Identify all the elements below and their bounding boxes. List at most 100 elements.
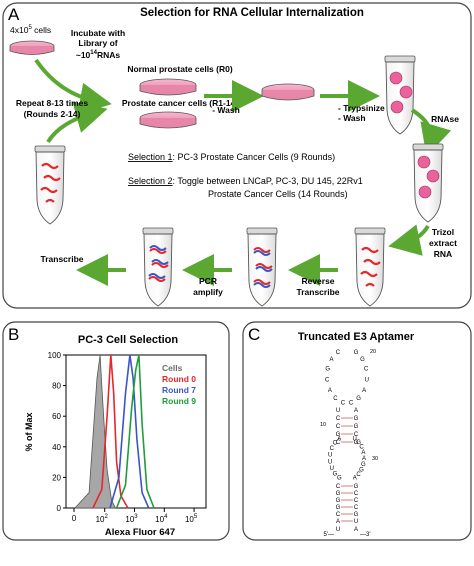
legend-entry: Cells (162, 363, 183, 373)
tube-rna-library (34, 145, 66, 225)
terminal-nucleotide: A (354, 527, 358, 533)
selection-2-text: Selection 2: Toggle between LNCaP, PC-3,… (128, 176, 363, 186)
y-axis-label: % of Max (24, 412, 34, 451)
panel-b-letter: B (8, 325, 19, 344)
position-30-label: 30 (372, 456, 378, 462)
y-tick-label: 0 (57, 504, 62, 513)
petri-dish-normal (139, 78, 197, 96)
bulge-nucleotide: U (328, 459, 332, 465)
terminal-nucleotide: U (336, 527, 340, 533)
transcribe-label: Transcribe (41, 254, 84, 264)
petri-dish-washed (261, 83, 315, 101)
position-10-label: 10 (320, 422, 326, 428)
loop-nucleotide: C (325, 378, 330, 384)
bulge-nucleotide: G (361, 462, 366, 468)
histogram-chart (65, 354, 207, 509)
cells-count-label: 4x105 cells (10, 25, 51, 35)
series-round-0-line (92, 354, 129, 509)
y-tick-label: 60 (52, 412, 61, 421)
trizol-line-3: RNA (434, 249, 452, 259)
panel-a-title: Selection for RNA Cellular Internalizati… (140, 7, 364, 19)
bulge-nucleotide: C (356, 472, 361, 478)
bulge-nucleotide: G (337, 476, 342, 482)
arrow-rnase (410, 108, 452, 157)
stem-nucleotide: G (336, 491, 341, 497)
rnase-label: RNAse (431, 114, 459, 124)
legend-entry: Round 0 (162, 374, 196, 384)
legend-entry: Round 9 (162, 396, 196, 406)
bulge-nucleotide: U (328, 453, 332, 459)
panel-a-frame (2, 2, 472, 309)
repeat-line-2: (Rounds 2-14) (24, 109, 81, 119)
bulge-nucleotide: C (330, 446, 335, 452)
stem-nucleotide: C (354, 432, 359, 438)
bulge-nucleotide: A (353, 476, 357, 482)
tube-rna-1 (354, 227, 386, 307)
stem-nucleotide: G (354, 484, 359, 490)
three-prime-label: —3' (360, 532, 370, 538)
petri-dish-start (9, 40, 55, 55)
loop-nucleotide: C (341, 400, 346, 406)
stem-nucleotide: C (336, 416, 341, 422)
stem-nucleotide: C (354, 505, 359, 511)
x-axis-label: Alexa Fluor 647 (105, 527, 175, 538)
loop-nucleotide: U (365, 378, 369, 384)
stem-nucleotide: G (354, 416, 359, 422)
x-tick-label: 104 (155, 514, 168, 524)
legend-entry: Round 7 (162, 385, 196, 395)
loop-nucleotide: A (328, 388, 332, 394)
bulge-nucleotide: G (356, 440, 361, 446)
series-round-7-line (109, 354, 150, 509)
bulge-nucleotide: G (333, 472, 338, 478)
reverse-line-1: Reverse (301, 276, 334, 286)
loop-nucleotide: C (333, 396, 338, 402)
panel-b-title: PC-3 Cell Selection (78, 334, 179, 346)
y-tick-label: 80 (52, 382, 61, 391)
stem-nucleotide: G (336, 498, 341, 504)
x-tick-label: 103 (125, 514, 138, 524)
loop-nucleotide: G (360, 357, 365, 363)
trizol-line-2: extract (429, 238, 457, 248)
panel-c-letter: C (248, 325, 260, 344)
stem-nucleotide: C (336, 424, 341, 430)
arrow-repeat (46, 101, 108, 144)
stem-nucleotide: G (354, 512, 359, 518)
wash-label: - Wash (212, 105, 240, 115)
pcr-line-1: PCR (199, 276, 217, 286)
pcr-line-2: amplify (193, 287, 223, 297)
bulge-nucleotide: A (337, 436, 341, 442)
stem-nucleotide: G (336, 432, 341, 438)
tube-cells-2 (412, 143, 444, 223)
cancer-cells-label: Prostate cancer cells (R1-14) (122, 98, 238, 108)
panel-c-frame (242, 321, 472, 541)
loop-nucleotide: G (354, 350, 359, 356)
loop-nucleotide: G (356, 396, 361, 402)
y-tick-label: 100 (48, 351, 62, 360)
petri-dish-cancer (139, 111, 197, 129)
selection-2-text-2: Prostate Cancer Cells (14 Rounds) (208, 189, 348, 199)
normal-cells-label: Normal prostate cells (R0) (127, 64, 233, 74)
loop-nucleotide: A (362, 388, 366, 394)
trypsinize-label: - Trypsinize (338, 103, 385, 113)
stem-nucleotide: G (354, 440, 359, 446)
panel-c-title: Truncated E3 Aptamer (298, 331, 415, 343)
bulge-nucleotide: C (333, 440, 338, 446)
incubate-line-2: Library of (78, 38, 117, 48)
stem-nucleotide: A (354, 408, 358, 414)
stem-nucleotide: U (336, 408, 340, 414)
tube-cdna (246, 227, 278, 307)
tube-pcr-product (142, 227, 174, 307)
loop-nucleotide: C (336, 350, 341, 356)
selection-1-text: Selection 1: PC-3 Prostate Cancer Cells … (128, 152, 335, 162)
loop-nucleotide: A (330, 357, 334, 363)
stem-nucleotide: G (354, 424, 359, 430)
stem-nucleotide: G (336, 505, 341, 511)
stem-nucleotide: C (354, 498, 359, 504)
x-tick-label: 0 (72, 514, 77, 523)
five-prime-label: 5'— (324, 532, 334, 538)
arrow-incubate (34, 58, 112, 115)
